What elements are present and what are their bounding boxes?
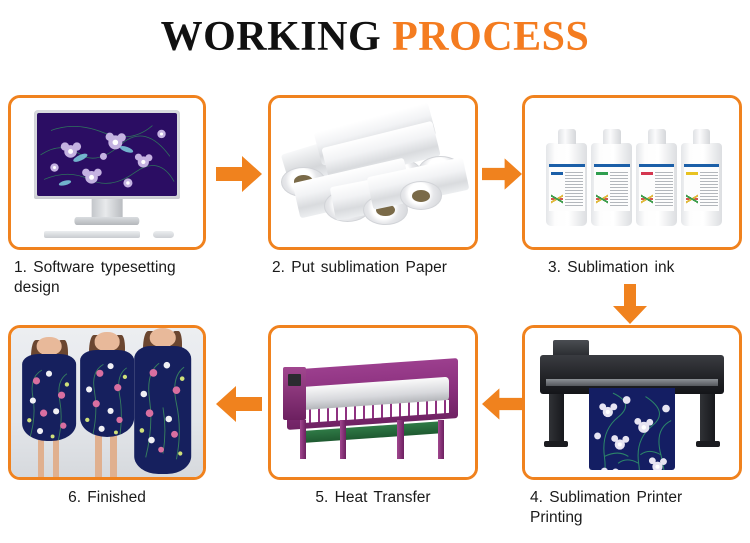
ink-bottle-green [591,128,632,227]
bottle-neck [557,128,576,145]
step-panel-4 [522,325,742,480]
bottle-label [683,164,720,212]
step-panel-6 [8,325,206,480]
step-6-caption: 6. Finished [68,489,146,506]
bottle-neck [692,128,711,145]
model-right [133,328,192,477]
step-6-image [11,328,203,477]
model-head [94,332,120,352]
step-2-image [271,98,475,247]
printer-control-head [552,339,590,360]
ink-bottle-magenta [636,128,677,227]
model-head [149,328,176,348]
keyboard [43,230,140,239]
printer-foot-right [696,441,720,448]
step-3-image [525,98,739,247]
monitor-stand-neck [91,199,123,219]
printer-leg-right [700,393,716,445]
printed-fabric [589,387,675,470]
step-4-image [525,328,739,477]
step-5-image [271,328,475,477]
step-3-caption: 3. Sublimation ink [548,259,675,276]
heat-press-leg-3 [397,420,404,460]
paper-roll-end-front-right [399,181,443,211]
printer-leg-left [548,393,564,445]
bottle-label [593,164,630,212]
printer-foot-left [544,441,568,448]
model-head [37,336,62,356]
step-panel-2 [268,95,478,250]
bottle-label [548,164,585,212]
ink-bottle-yellow [681,128,722,227]
bottle-label [638,164,675,212]
bottle-neck [602,128,621,145]
step-1-image [11,98,203,247]
model-center [80,332,134,477]
heat-press-control-box [283,366,306,421]
arrow-step5-to-step6 [216,386,262,422]
monitor-screen [37,112,177,197]
step-2-caption: 2. Put sublimation Paper [272,259,447,276]
step-panel-1 [8,95,206,250]
heat-press-display [287,374,302,387]
ink-bottle-cyan [546,128,588,227]
floral-pattern-fabric [594,392,672,470]
monitor-stand-base [74,217,140,225]
arrow-step2-to-step3 [482,156,522,192]
step-panel-3 [522,95,742,250]
model-left [22,336,77,477]
step-panel-5 [268,325,478,480]
arrow-step3-to-step4 [613,284,647,324]
arrow-step1-to-step2 [216,156,262,192]
monitor-bezel [34,109,180,200]
step-5-caption: 5. Heat Transfer [315,489,431,506]
printer-rail [546,378,718,387]
floral-dress [80,349,134,437]
step-4-caption: 4. Sublimation Printer Printing [530,489,683,527]
heat-press-leg-1 [299,420,306,460]
floral-dress [22,353,77,441]
step-1-caption: 1. Software typesetting design [14,259,176,297]
page-title-word-process: PROCESS [392,14,590,60]
page-title: WORKING PROCESS [0,13,750,61]
arrow-step4-to-step5 [482,386,522,422]
floral-dress [133,345,192,474]
page-title-word-working: WORKING [160,14,382,60]
heat-press-leg-4 [438,420,445,460]
heat-press-leg-2 [340,420,347,460]
printer-body [539,354,724,394]
bottle-neck [647,128,666,145]
floral-pattern-screen [40,125,175,188]
mouse [153,230,175,239]
